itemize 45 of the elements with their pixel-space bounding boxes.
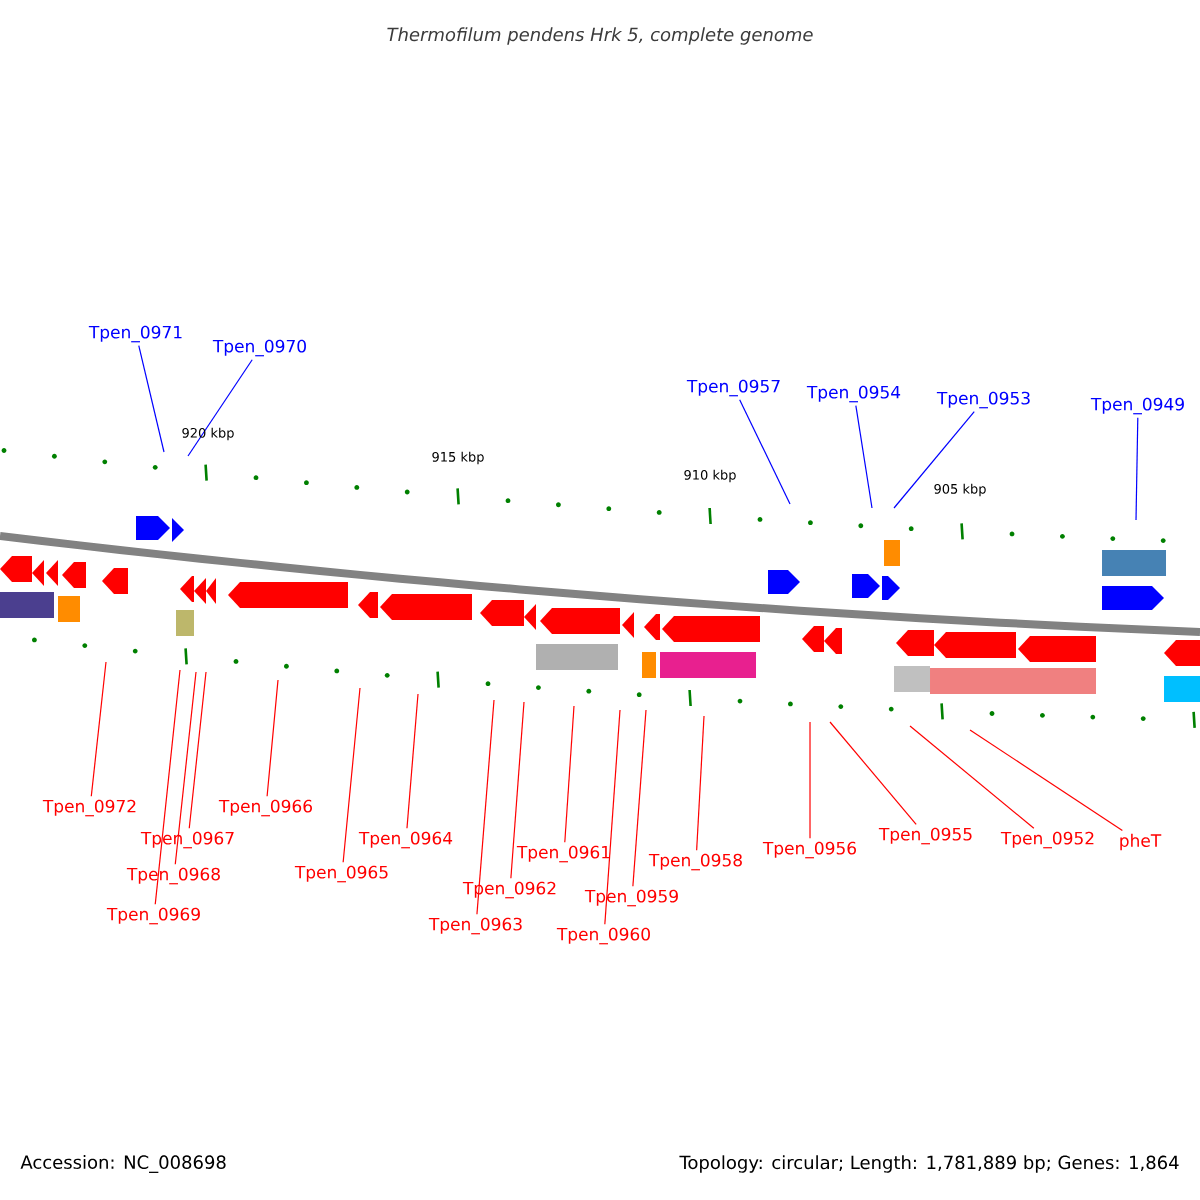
leader-line <box>188 671 207 829</box>
gene-label: Tpen_0972 <box>42 799 136 817</box>
leader-line <box>696 715 705 851</box>
gene-label: Tpen_0971 <box>88 325 182 343</box>
accession-note: Accession: NC_008698 <box>20 1155 226 1173</box>
leader-line <box>90 661 107 797</box>
gene-label: Tpen_0956 <box>762 841 857 859</box>
gene-label: Tpen_0963 <box>428 917 522 935</box>
gene-label: Tpen_0954 <box>806 385 901 403</box>
gene-label: Tpen_0965 <box>294 865 388 883</box>
leader-line <box>564 705 575 843</box>
title: Thermofilum pendens Hrk 5, complete genome <box>387 27 813 45</box>
genome-info: Topology: circular; Length: 1,781,889 bp; Genes: 1,864 <box>679 1155 1179 1173</box>
leader-line <box>893 411 975 509</box>
gene-label: Tpen_0966 <box>218 799 312 817</box>
leader-line <box>604 709 621 925</box>
leader-line <box>266 679 279 797</box>
gene-label: Tpen_0958 <box>648 853 742 871</box>
leader-line <box>406 693 419 829</box>
leader-line <box>154 669 181 905</box>
leader-line <box>187 359 253 457</box>
gene-label: Tpen_0949 <box>1090 397 1184 415</box>
gene-label: Tpen_0955 <box>878 827 972 845</box>
gene-label: Tpen_0952 <box>1000 831 1094 849</box>
leader-line <box>138 345 165 453</box>
leader-line <box>342 687 361 863</box>
gene-label: Tpen_0957 <box>686 379 780 397</box>
leader-line <box>510 701 525 879</box>
gene-label: Tpen_0964 <box>358 831 453 849</box>
gene-label: Tpen_0953 <box>936 391 1030 409</box>
gene-label: Tpen_0961 <box>516 845 610 863</box>
leader-line <box>855 405 873 509</box>
leader-line <box>829 721 917 825</box>
gene-label: Tpen_0970 <box>212 339 306 357</box>
leader-line <box>632 709 647 887</box>
leader-line <box>739 399 791 505</box>
gene-label: pheT <box>1120 833 1162 851</box>
leader-line <box>174 671 197 865</box>
leader-line <box>1135 417 1139 521</box>
gene-label: Tpen_0969 <box>106 907 200 925</box>
leader-line <box>909 725 1035 829</box>
leader-line <box>969 729 1123 831</box>
gene-label: Tpen_0960 <box>556 927 650 945</box>
leader-line <box>476 699 495 915</box>
leader-line <box>809 721 811 839</box>
